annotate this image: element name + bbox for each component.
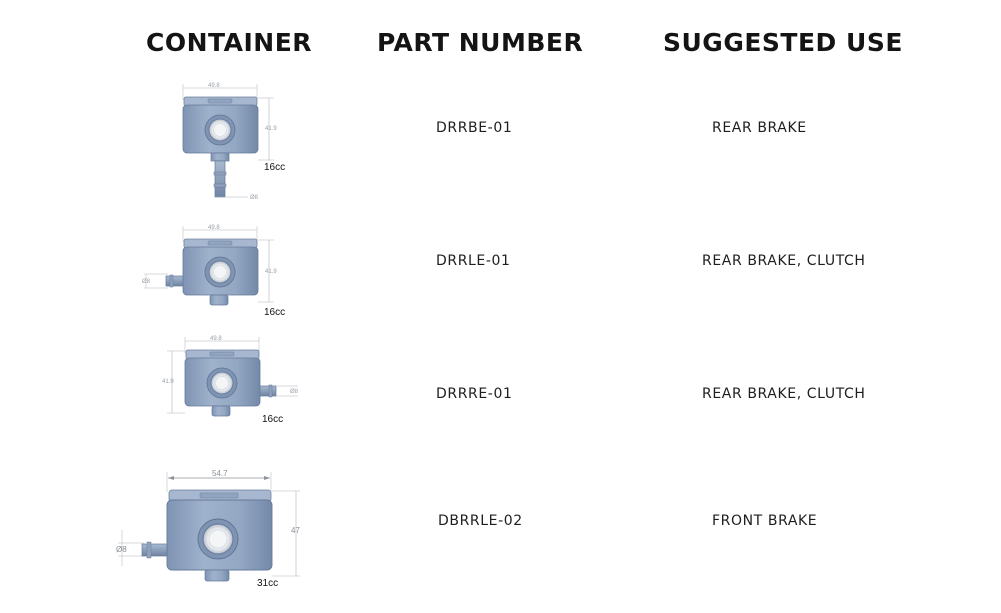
height-dimension: 41.9 [162, 379, 174, 385]
capacity-label: 16cc [262, 414, 284, 425]
part-number: DRRRE-01 [436, 386, 513, 402]
suggested-use: FRONT BRAKE [712, 513, 818, 529]
diameter-dimension: Ø8 [250, 195, 259, 201]
column-header-container: CONTAINER [146, 28, 313, 57]
reservoir-drawing-drrre-01: 49.8 41.9 Ø8 [162, 336, 299, 417]
suggested-use: REAR BRAKE, CLUTCH [702, 253, 866, 269]
diameter-dimension: Ø8 [142, 279, 151, 285]
height-dimension: 41.9 [265, 126, 277, 132]
part-number: DBRRLE-02 [438, 513, 523, 529]
reservoir-drawing-drrbe-01: 49.8 41.9 Ø8 [182, 83, 277, 201]
reservoir-drawing-dbrrle-02: 54.7 47 Ø8 [116, 469, 300, 582]
width-dimension: 49.8 [210, 336, 222, 342]
column-header-suggested-use: SUGGESTED USE [663, 28, 903, 57]
part-number: DRRLE-01 [436, 253, 511, 269]
capacity-label: 16cc [264, 162, 286, 173]
diameter-dimension: Ø8 [290, 389, 299, 395]
column-header-part-number: PART NUMBER [377, 28, 584, 57]
suggested-use: REAR BRAKE [712, 120, 807, 136]
reservoir-drawing-drrle-01: 49.8 41.9 Ø8 [142, 225, 277, 306]
width-dimension: 49.8 [208, 225, 220, 231]
suggested-use: REAR BRAKE, CLUTCH [702, 386, 866, 402]
height-dimension: 47 [291, 526, 300, 535]
capacity-label: 31cc [257, 578, 279, 589]
width-dimension: 49.8 [208, 83, 220, 89]
width-dimension: 54.7 [212, 469, 228, 478]
height-dimension: 41.9 [265, 269, 277, 275]
part-number: DRRBE-01 [436, 120, 513, 136]
diameter-dimension: Ø8 [116, 545, 127, 554]
capacity-label: 16cc [264, 307, 286, 318]
